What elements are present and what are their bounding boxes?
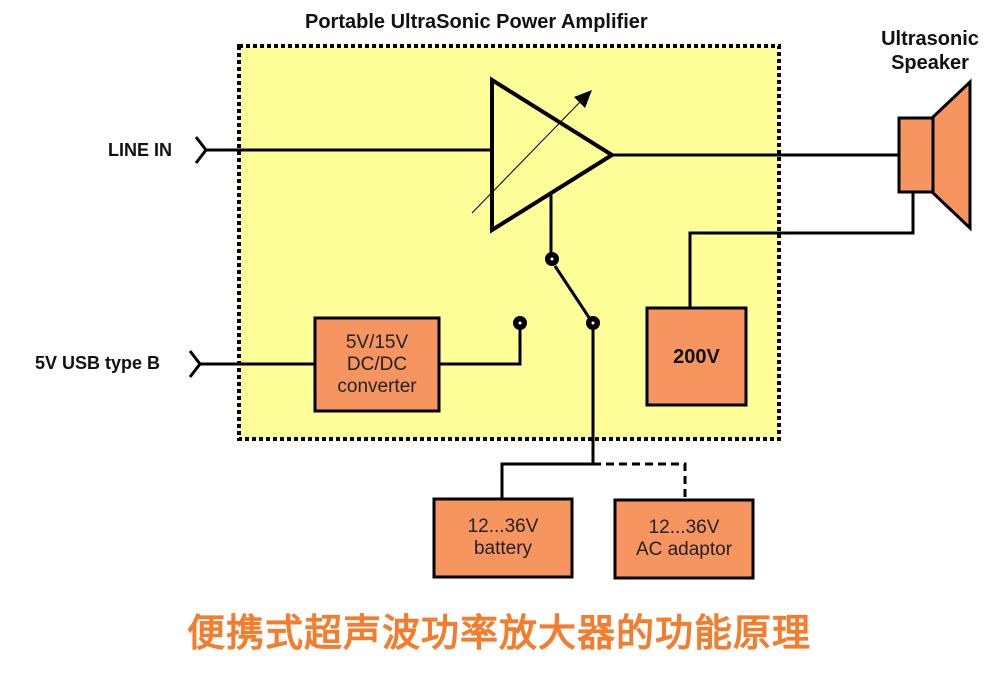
- battery-wire: [500, 462, 593, 498]
- hv-200v-text: 200V: [673, 345, 720, 368]
- converter-line-2: DC/DC: [346, 353, 408, 375]
- usb-connector-icon: [188, 350, 202, 378]
- ac-adaptor-label: 12...36V AC adaptor: [615, 500, 753, 578]
- switch-common-terminal-dot: [550, 257, 554, 261]
- speaker-icon: [897, 78, 972, 232]
- dcdc-converter-block: [313, 316, 441, 413]
- switch-blade: [553, 265, 594, 323]
- switch-terminal-usb-dot: [518, 321, 522, 325]
- converter-to-switch-wire: [440, 330, 522, 366]
- hv-to-speaker-wire: [688, 192, 915, 308]
- amplifier-triangle-icon: [490, 76, 616, 234]
- converter-line-3: converter: [337, 375, 417, 397]
- converter-line-1: 5V/15V: [345, 331, 409, 353]
- ac-adaptor-block: [613, 498, 755, 580]
- speaker-label-line-2: Speaker: [891, 52, 969, 74]
- hv-200v-block: [645, 306, 748, 407]
- ac-adaptor-line-1: 12...36V: [648, 517, 720, 538]
- chinese-caption: 便携式超声波功率放大器的功能原理: [186, 611, 811, 655]
- switch-terminal-external-dot: [591, 321, 595, 325]
- hv-200v-label: 200V: [647, 308, 746, 405]
- line-in-connector-icon: [194, 136, 208, 164]
- speaker-label: Ultrasonic Speaker: [865, 27, 995, 75]
- line-in-label: LINE IN: [108, 140, 173, 160]
- dcdc-converter-label: 5V/15V DC/DC converter: [315, 318, 439, 411]
- battery-block: [432, 497, 574, 579]
- speaker-label-line-1: Ultrasonic: [881, 28, 979, 50]
- ac-adaptor-wire-dashed: [593, 462, 687, 498]
- diagram-title: Portable UltraSonic Power Amplifier: [305, 11, 648, 33]
- battery-line-2: battery: [473, 538, 533, 559]
- variable-gain-arrowhead-icon: [574, 90, 592, 108]
- battery-line-1: 12...36V: [467, 516, 539, 537]
- battery-label: 12...36V battery: [434, 499, 572, 577]
- ac-adaptor-line-2: AC adaptor: [635, 539, 733, 560]
- usb-input-label: 5V USB type B: [35, 353, 161, 373]
- variable-gain-arrow-line: [471, 101, 581, 214]
